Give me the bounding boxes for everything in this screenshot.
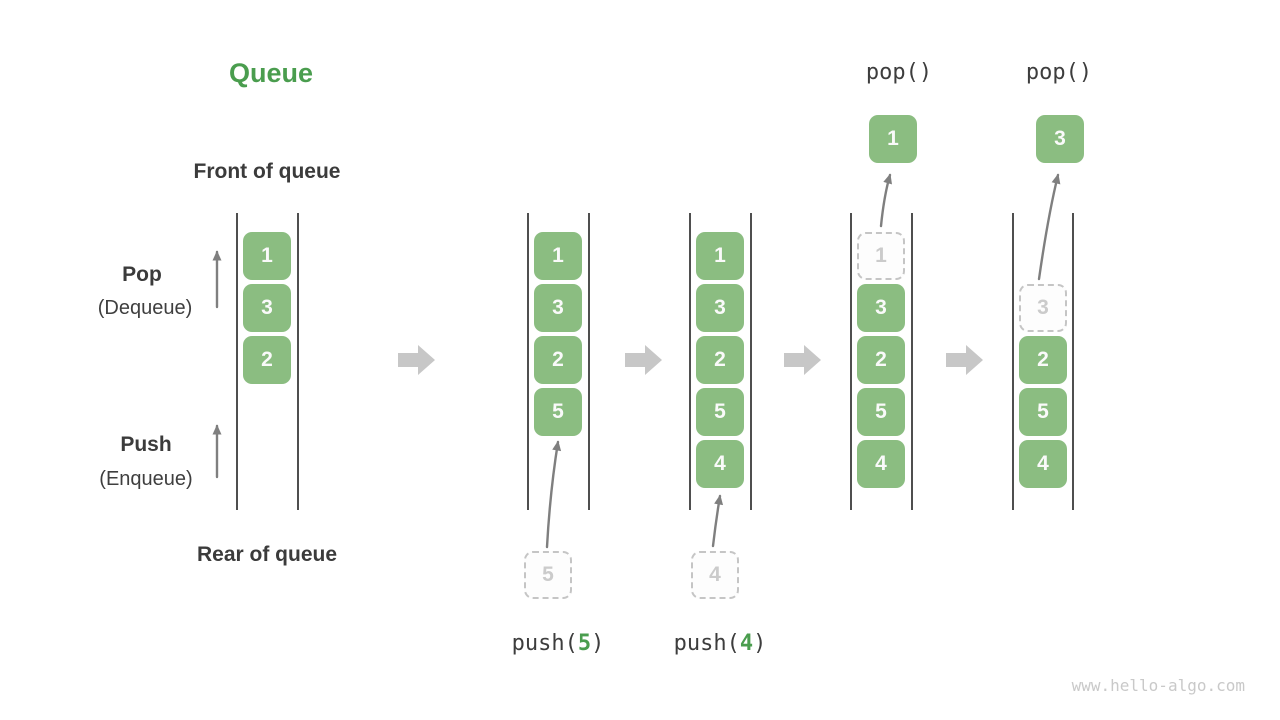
push-4-trajectory-arrow-icon [711,494,724,548]
push-operation-label: push(5) [512,631,605,656]
popped-ghost-box: 3 [1019,284,1067,332]
queue-box: 2 [534,336,582,384]
push-label: Push [120,433,172,456]
queue-box: 2 [696,336,744,384]
queue-box: 1 [243,232,291,280]
queue-wall [689,213,691,510]
enqueue-alias-label: (Enqueue) [99,468,193,490]
queue-box: 4 [696,440,744,488]
transition-right-block-arrow-icon [946,345,983,375]
pop-label: Pop [122,263,162,286]
queue-wall [850,213,852,510]
queue-box: 3 [857,284,905,332]
popped-value-box: 3 [1036,115,1084,163]
pop-3-trajectory-arrow-icon [1037,173,1061,281]
queue-box: 1 [696,232,744,280]
queue-wall [588,213,590,510]
queue-wall [297,213,299,510]
push-operation-arg: 5 [577,631,592,656]
rear-of-queue-label: Rear of queue [196,543,338,566]
pop-operation-label: pop() [1025,60,1093,85]
push-operation-prefix: push( [511,631,578,656]
queue-box: 4 [1019,440,1067,488]
incoming-ghost-box: 5 [524,551,572,599]
push-operation-label: push(4) [674,631,767,656]
queue-box: 2 [857,336,905,384]
queue-box: 5 [534,388,582,436]
queue-box: 5 [1019,388,1067,436]
queue-wall [750,213,752,510]
queue-box: 5 [696,388,744,436]
incoming-ghost-box: 4 [691,551,739,599]
queue-box: 2 [1019,336,1067,384]
watermark: www.hello-algo.com [1071,676,1245,695]
transition-right-block-arrow-icon [784,345,821,375]
queue-box: 3 [534,284,582,332]
push-5-trajectory-arrow-icon [545,440,562,549]
push-operation-suffix: ) [753,631,767,656]
queue-box: 3 [696,284,744,332]
queue-wall [911,213,913,510]
push-operation-prefix: push( [673,631,740,656]
push-operation-arg: 4 [739,631,754,656]
queue-box: 4 [857,440,905,488]
queue-box: 2 [243,336,291,384]
queue-wall [1072,213,1074,510]
pop-operation-label: pop() [865,60,933,85]
front-of-queue-label: Front of queue [193,160,341,183]
transition-right-block-arrow-icon [398,345,435,375]
transition-right-block-arrow-icon [625,345,662,375]
queue-wall [1012,213,1014,510]
queue-wall [236,213,238,510]
pop-1-trajectory-arrow-icon [879,173,892,228]
popped-ghost-box: 1 [857,232,905,280]
dequeue-alias-label: (Dequeue) [97,297,193,319]
diagram-title: Queue [228,58,314,88]
push-operation-suffix: ) [591,631,605,656]
queue-box: 5 [857,388,905,436]
queue-box: 1 [534,232,582,280]
popped-value-box: 1 [869,115,917,163]
queue-box: 3 [243,284,291,332]
queue-wall [527,213,529,510]
